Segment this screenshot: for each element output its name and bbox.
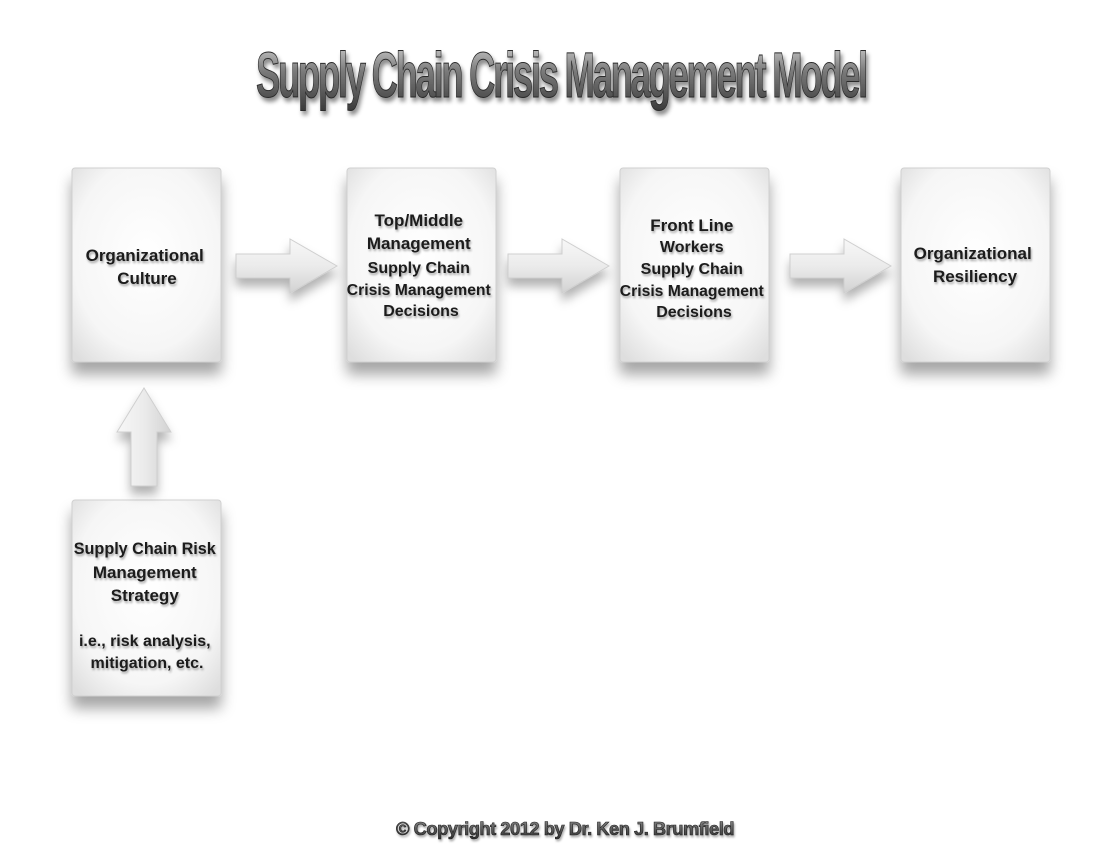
management-decisions-box [346, 167, 497, 363]
management-label: Top/Middle Management Supply Chain Crisi… [347, 211, 495, 320]
culture-label: Organizational Culture [86, 246, 209, 288]
strategy-label-line: Management [93, 563, 197, 582]
risk-strategy-box [71, 499, 222, 697]
front-line-label-line: Crisis Management [620, 283, 765, 300]
copyright-notice: © Copyright 2012 by Dr. Ken J. Brumfield [396, 819, 734, 839]
strategy-label-line: i.e., risk analysis, [79, 633, 211, 650]
culture-label-line: Culture [117, 269, 177, 288]
management-label-line: Crisis Management [347, 282, 492, 299]
resiliency-label-line: Resiliency [933, 267, 1018, 286]
front-line-label: Front Line Workers Supply Chain Crisis M… [620, 216, 768, 321]
management-label-line: Management [367, 234, 471, 253]
arrow-right-2 [507, 238, 611, 294]
page-title: Supply Chain Crisis Management Model [256, 39, 866, 111]
resiliency-label: Organizational Resiliency [914, 244, 1037, 286]
front-line-decisions-box [619, 167, 770, 363]
strategy-label-line: mitigation, etc. [91, 655, 204, 672]
arrow-right-3 [789, 238, 893, 294]
strategy-label-line: Supply Chain Risk [74, 539, 217, 558]
resiliency-label-line: Organizational [914, 244, 1032, 263]
organizational-resiliency-box [900, 167, 1051, 363]
front-line-label-line: Decisions [656, 304, 732, 321]
management-label-line: Supply Chain [368, 260, 470, 277]
culture-label-line: Organizational [86, 246, 204, 265]
front-line-label-line: Workers [660, 239, 724, 256]
arrow-up [116, 387, 172, 487]
front-line-label-line: Front Line [650, 216, 733, 235]
strategy-label-line: Strategy [111, 586, 180, 605]
arrow-right-1 [235, 238, 339, 294]
organizational-culture-box [71, 167, 222, 363]
front-line-label-line: Supply Chain [641, 261, 743, 278]
management-label-line: Decisions [383, 303, 459, 320]
strategy-label: Supply Chain Risk Management Strategy i.… [74, 539, 220, 672]
management-label-line: Top/Middle [375, 211, 463, 230]
